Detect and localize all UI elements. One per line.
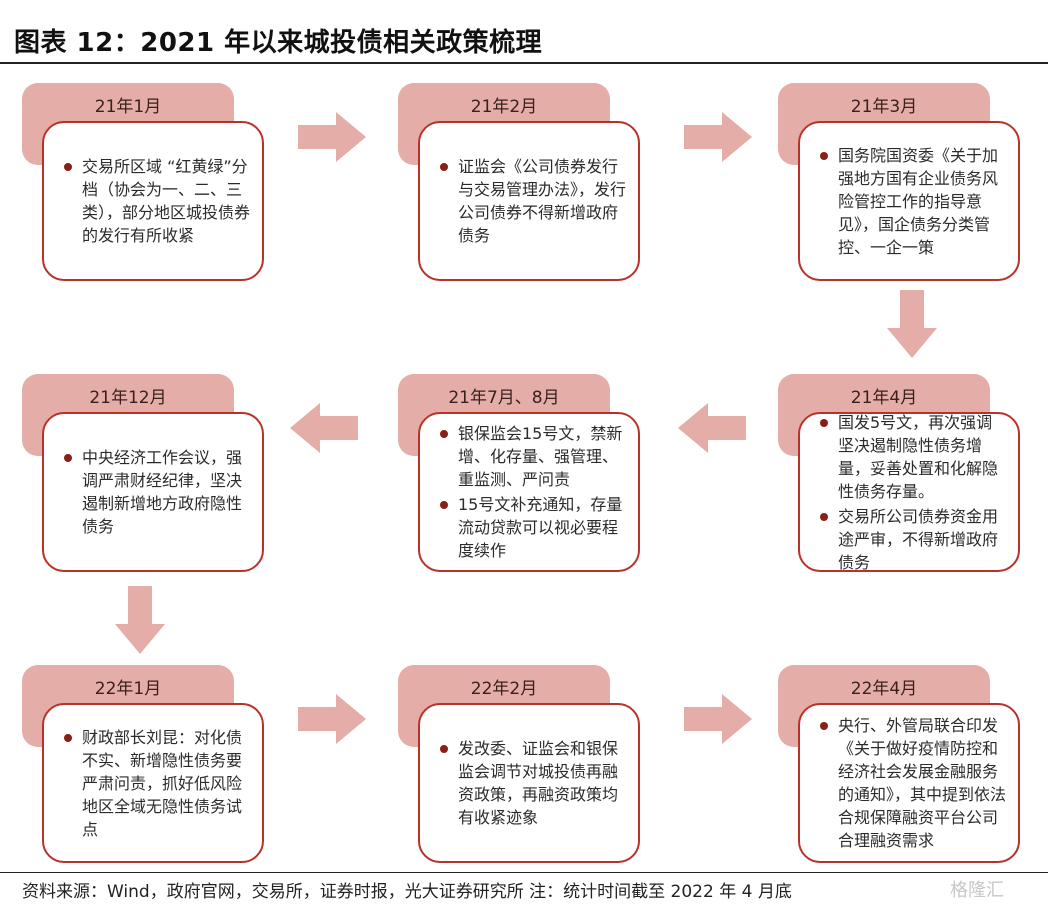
bullet-text: 国发5号文，再次强调坚决遏制隐性债务增量，妥善处置和化解隐性债务存量。: [838, 412, 999, 501]
arrow-left-1: [678, 403, 746, 453]
node-date: 21年3月: [850, 97, 918, 117]
arrow-right-3: [298, 694, 366, 744]
bullet-text: 中央经济工作会议，强调严肃财经纪律，坚决遏制新增地方政府隐性债务: [82, 448, 243, 536]
title-rule: [0, 62, 1048, 64]
watermark: 格隆汇: [950, 880, 1004, 901]
figure-title: 图表 12：2021 年以来城投债相关政策梳理: [14, 28, 543, 58]
bullet-text: 央行、外管局联合印发《关于做好疫情防控和经济社会发展金融服务的通知》，其中提到依…: [838, 716, 1007, 850]
bullet-text: 交易所公司债券资金用途严审，不得新增政府债务: [838, 506, 999, 572]
policy-bullet: 发改委、证监会和银保监会调节对城投债再融资政策，再融资政策均有收紧迹象: [438, 737, 626, 829]
bullet-text: 银保监会15号文，禁新增、化存量、强管理、重监测、严问责: [458, 424, 623, 489]
node-date: 21年2月: [470, 97, 538, 117]
policy-bullet: 银保监会15号文，禁新增、化存量、强管理、重监测、严问责: [438, 422, 626, 491]
node-date: 21年12月: [89, 388, 167, 408]
policy-card: 交易所区域 “红黄绿”分档（协会为一、二、三类），部分地区城投债券的发行有所收紧: [42, 121, 264, 281]
bullet-dot-icon: [440, 163, 448, 171]
node-date: 22年4月: [850, 679, 918, 699]
bullet-dot-icon: [820, 512, 828, 521]
node-date: 21年4月: [850, 388, 918, 408]
bullet-dot-icon: [820, 418, 828, 427]
bullet-dot-icon: [64, 163, 72, 171]
policy-bullet: 交易所公司债券资金用途严审，不得新增政府债务: [818, 505, 1006, 574]
policy-card: 中央经济工作会议，强调严肃财经纪律，坚决遏制新增地方政府隐性债务: [42, 412, 264, 572]
bullet-text: 发改委、证监会和银保监会调节对城投债再融资政策，再融资政策均有收紧迹象: [458, 739, 619, 827]
node-date: 21年7月、8月: [448, 388, 560, 408]
arrow-down-2: [115, 586, 165, 654]
policy-bullet: 央行、外管局联合印发《关于做好疫情防控和经济社会发展金融服务的通知》，其中提到依…: [818, 714, 1006, 852]
policy-card: 证监会《公司债券发行与交易管理办法》，发行公司债券不得新增政府债务: [418, 121, 640, 281]
bullet-dot-icon: [64, 454, 72, 462]
bullet-dot-icon: [820, 151, 828, 160]
bullet-text: 交易所区域 “红黄绿”分档（协会为一、二、三类），部分地区城投债券的发行有所收紧: [82, 157, 251, 245]
footer-rule: [0, 872, 1048, 873]
policy-bullet: 国发5号文，再次强调坚决遏制隐性债务增量，妥善处置和化解隐性债务存量。: [818, 411, 1006, 503]
policy-card: 财政部长刘昆：对化债不实、新增隐性债务要严肃问责，抓好低风险地区全域无隐性债务试…: [42, 703, 264, 863]
policy-bullet: 15号文补充通知，存量流动贷款可以视必要程度续作: [438, 493, 626, 562]
bullet-dot-icon: [820, 722, 828, 730]
node-date: 22年1月: [94, 679, 162, 699]
bullet-text: 证监会《公司债券发行与交易管理办法》，发行公司债券不得新增政府债务: [458, 157, 627, 245]
arrow-right-4: [684, 694, 752, 744]
bullet-text: 15号文补充通知，存量流动贷款可以视必要程度续作: [458, 495, 623, 560]
bullet-dot-icon: [64, 733, 72, 742]
bullet-text: 国务院国资委《关于加强地方国有企业债务风险管控工作的指导意见》，国企债务分类管控…: [838, 145, 999, 257]
node-date: 21年1月: [94, 97, 162, 117]
arrow-right-2: [684, 112, 752, 162]
policy-card: 国务院国资委《关于加强地方国有企业债务风险管控工作的指导意见》，国企债务分类管控…: [798, 121, 1020, 281]
bullet-dot-icon: [440, 501, 448, 509]
policy-bullet: 证监会《公司债券发行与交易管理办法》，发行公司债券不得新增政府债务: [438, 155, 626, 247]
arrow-right-1: [298, 112, 366, 162]
source-note: 资料来源：Wind，政府官网，交易所，证券时报，光大证券研究所 注：统计时间截至…: [22, 882, 792, 902]
node-date: 22年2月: [470, 679, 538, 699]
policy-bullet: 财政部长刘昆：对化债不实、新增隐性债务要严肃问责，抓好低风险地区全域无隐性债务试…: [62, 726, 250, 841]
policy-bullet: 中央经济工作会议，强调严肃财经纪律，坚决遏制新增地方政府隐性债务: [62, 446, 250, 538]
policy-bullet: 国务院国资委《关于加强地方国有企业债务风险管控工作的指导意见》，国企债务分类管控…: [818, 144, 1006, 259]
bullet-text: 财政部长刘昆：对化债不实、新增隐性债务要严肃问责，抓好低风险地区全域无隐性债务试…: [82, 727, 243, 839]
policy-card: 央行、外管局联合印发《关于做好疫情防控和经济社会发展金融服务的通知》，其中提到依…: [798, 703, 1020, 863]
arrow-down-1: [887, 290, 937, 358]
bullet-dot-icon: [440, 745, 448, 753]
arrow-left-2: [290, 403, 358, 453]
bullet-dot-icon: [440, 430, 448, 438]
policy-card: 发改委、证监会和银保监会调节对城投债再融资政策，再融资政策均有收紧迹象: [418, 703, 640, 863]
policy-bullet: 交易所区域 “红黄绿”分档（协会为一、二、三类），部分地区城投债券的发行有所收紧: [62, 155, 250, 247]
policy-card: 国发5号文，再次强调坚决遏制隐性债务增量，妥善处置和化解隐性债务存量。交易所公司…: [798, 412, 1020, 572]
